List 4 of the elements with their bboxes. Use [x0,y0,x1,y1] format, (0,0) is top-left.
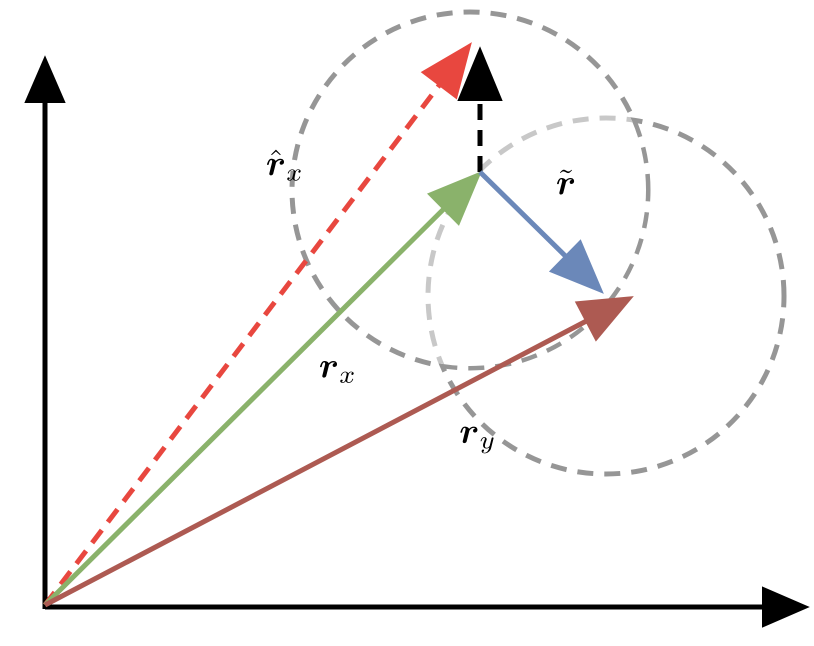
vector-label: $\boldsymbol{r}_y$ [460,426,494,454]
vector-label: $\tilde{\boldsymbol{r}}$ [557,170,574,195]
vector-label: $\hat{\boldsymbol{r}}_x$ [267,150,301,181]
vector-label: $\boldsymbol{r}_x$ [320,361,354,383]
